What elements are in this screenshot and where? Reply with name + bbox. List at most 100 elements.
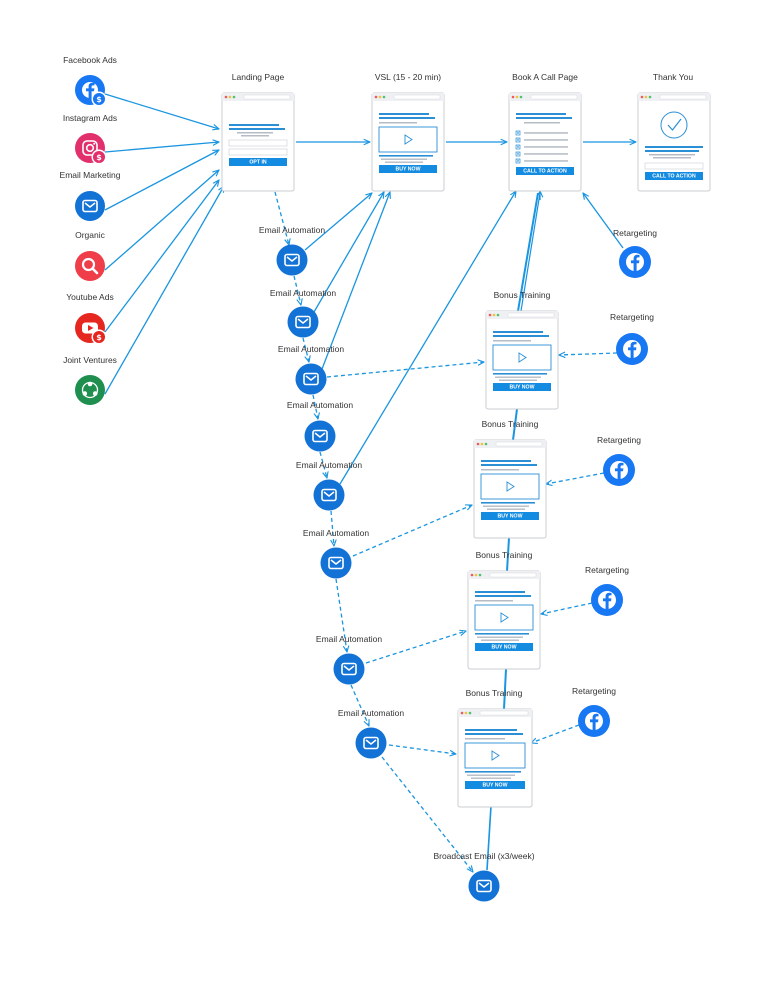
play-icon [500,612,509,623]
page-cta-label: BUY NOW [498,514,523,520]
page-cta-label: BUY NOW [510,385,535,391]
email-to-bonus-arrow [388,744,456,754]
page-label: Bonus Training [476,550,533,560]
email-automation-node: Email Automation [296,460,362,511]
check-circle-icon [660,111,688,139]
facebook-icon [626,253,644,271]
address-bar [530,94,578,100]
page-label: VSL (15 - 20 min) [375,72,441,82]
source-label: Facebook Ads [63,55,117,65]
facebook-icon [585,712,603,730]
window-dot [496,313,500,317]
bonus-to-call-line [520,192,541,312]
search-icon [81,257,99,275]
email-chain-arrow [335,578,347,652]
source-arrow [104,142,219,153]
retargeting-label: Retargeting [597,435,641,445]
address-bar [495,441,543,447]
source-label: Joint Ventures [63,355,117,365]
email-icon [82,199,98,213]
dollar-badge-icon: $ [91,91,107,107]
email-automation-label: Email Automation [303,528,369,538]
email-to-vsl-arrow [313,192,384,313]
broadcast-email-node: Broadcast Email (x3/week) [433,851,535,902]
page-cta-label: OPT IN [249,160,267,166]
window-dot [374,95,378,99]
page-cta-label: BUY NOW [492,645,517,651]
broadcast-email-label: Broadcast Email (x3/week) [433,851,534,861]
email-to-bonus-arrow [365,631,466,664]
page-cta-button [229,158,287,166]
play-icon [404,134,413,145]
email-to-vsl-arrow [321,192,390,370]
source-arrow [104,180,219,333]
icon-circle [295,363,327,395]
email-to-call-arrow [339,191,516,485]
email-automation-label: Email Automation [296,460,362,470]
email-automation-node: Email Automation [303,528,369,579]
email-automation-node: Email Automation [338,708,404,759]
source-node: Youtube Ads$ [66,292,114,345]
email-icon [284,253,300,267]
retargeting-label: Retargeting [572,686,616,696]
email-automation-label: Email Automation [287,400,353,410]
email-to-vsl-arrow [304,193,372,251]
retargeting-arrow [531,724,580,743]
svg-text:$: $ [96,333,102,342]
email-icon [363,736,379,750]
page-cta-button [465,781,525,789]
check-mark-icon: ✕ [516,139,520,144]
bonus-chain-line [503,668,507,710]
email-icon [341,662,357,676]
bonus-to-call-line [517,192,539,312]
icon-circle [313,479,345,511]
page-cta-label: CALL TO ACTION [652,174,696,180]
icon-circle [355,727,387,759]
email-to-bonus-arrow [326,362,484,378]
retargeting-node: Retargeting [572,686,616,737]
check-icon [667,118,682,131]
retargeting-arrow [546,472,605,484]
icon-circle [75,251,105,281]
icon-circle [75,191,105,221]
email-icon [321,488,337,502]
facebook-icon [610,461,628,479]
page-cta-button [379,165,437,173]
page-label: Bonus Training [466,688,523,698]
play-icon [518,352,527,363]
page-cta-label: BUY NOW [396,167,421,173]
dollar-badge-icon: $ [91,149,107,165]
email-automation-label: Email Automation [316,634,382,644]
window-dot [519,95,523,99]
page-cta-button [516,167,574,175]
email-chain-arrow [350,684,370,726]
check-mark-icon: ✕ [516,153,520,158]
window-dot [382,95,386,99]
icon-circle [276,244,308,276]
bonus-to-broadcast-line [486,805,492,871]
source-node: Email Marketing [60,170,121,221]
instagram-dollar-icon [82,140,98,156]
page-label: Landing Page [232,72,285,82]
page-cta-button [475,643,533,651]
email-chain-arrow [293,275,301,305]
retargeting-arrow [559,353,618,355]
page-cta-button [645,172,703,180]
window-dot [640,95,644,99]
source-arrow [104,93,219,129]
source-label: Instagram Ads [63,113,117,123]
video-player [492,344,552,371]
email-automation-node: Email Automation [316,634,382,685]
source-label: Email Marketing [60,170,121,180]
retargeting-node: Retargeting [610,312,654,365]
video-player [464,742,526,769]
page-video-node: VSL (15 - 20 min) BUY NOW [371,72,445,192]
icon-circle [320,547,352,579]
email-icon [82,199,98,213]
video-player [378,126,438,153]
